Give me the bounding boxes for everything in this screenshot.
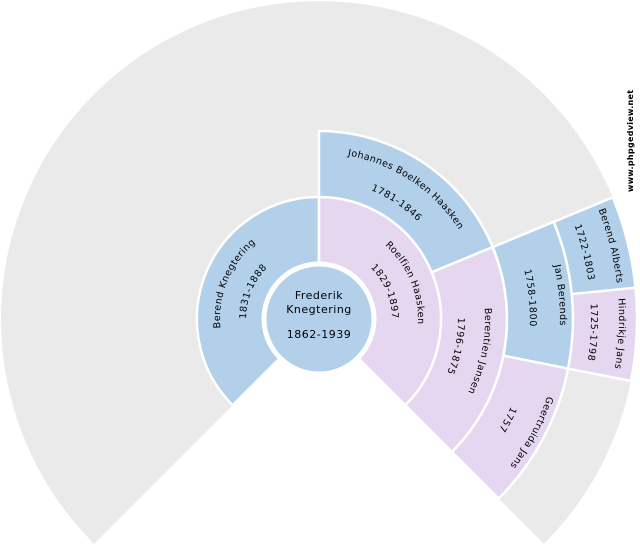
label-hindrikje-jans-dates: 1725-1798 [585,303,599,362]
center-person-dates: 1862-1939 [287,328,351,341]
wedge-johannes-boelken-haasken[interactable] [317,129,495,274]
wedge-geertruida-jans[interactable] [450,354,570,501]
center-person-given: Frederik [295,289,343,302]
watermark-phpgedview: www.phpgedview.net [626,90,635,192]
center-person-surname: Knegtering [286,303,352,316]
center-person-circle[interactable] [261,261,377,377]
wedge-hindrikje-jans[interactable] [566,286,639,383]
